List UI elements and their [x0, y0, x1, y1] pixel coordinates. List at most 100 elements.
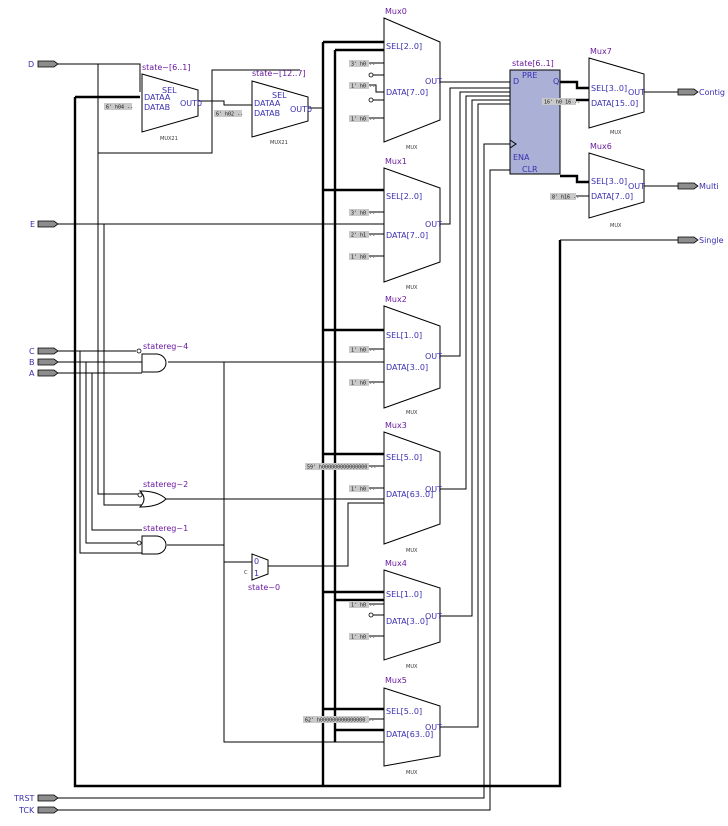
- input-port-e[interactable]: E: [30, 220, 384, 229]
- output-port-single[interactable]: Single: [677, 236, 724, 245]
- mux1-title: Mux1: [385, 157, 407, 166]
- mux0-type-label: MUX: [406, 145, 418, 151]
- gate-title-2: statereg~2: [143, 480, 188, 489]
- mux6-title: Mux6: [590, 142, 612, 151]
- input-port-tck[interactable]: TCK: [18, 806, 59, 815]
- and-gate-icon: [141, 535, 167, 555]
- const-value: 62' h000000000000000 --: [305, 718, 374, 724]
- or-gate-icon: [138, 490, 167, 508]
- inverter-bubble-icon: [136, 540, 142, 546]
- mux21-datab-label-2: DATAB: [254, 109, 280, 118]
- mux4[interactable]: Mux4 SEL[1..0] DATA[3..0] OUT MUX 1' h0 …: [349, 559, 442, 670]
- mux21-sel-label-2: SEL: [272, 91, 287, 100]
- mux0-title: Mux0: [385, 7, 407, 16]
- input-arrow-e-icon: [37, 220, 59, 228]
- const-value: 1' h0 --: [351, 84, 375, 90]
- mux5-sel-label: SEL[5..0]: [386, 707, 422, 716]
- mux2-data-label: DATA[3..0]: [386, 363, 428, 372]
- output-label-multi: Multi: [699, 182, 719, 191]
- inverter-bubble-icon: [368, 72, 374, 78]
- register-title: state[6..1]: [512, 59, 554, 68]
- input-arrow-d-icon: [37, 60, 59, 68]
- mux1-data-label: DATA[7..0]: [386, 231, 428, 240]
- register-q-label: Q: [553, 77, 559, 86]
- mux4-sel-label: SEL[1..0]: [386, 590, 422, 599]
- input-arrow-trst-icon: [37, 794, 59, 802]
- const-value: 1' h0 --: [351, 348, 375, 354]
- input-label-d: D: [28, 60, 34, 69]
- gate-statereg-4[interactable]: statereg~4: [136, 342, 188, 373]
- mux6-out-label: OUT: [628, 182, 645, 191]
- input-port-a[interactable]: A: [29, 369, 142, 378]
- const-value: 59' h000000000000000 --: [307, 465, 376, 471]
- gate-statereg-2[interactable]: statereg~2: [137, 480, 188, 508]
- const-value: 1' h0 --: [351, 117, 375, 123]
- mux21-title-2: state~[12..7]: [252, 69, 306, 78]
- small-mux-in0-label: 0: [254, 557, 259, 566]
- mux2[interactable]: Mux2 SEL[1..0] DATA[3..0] OUT MUX 1' h0 …: [349, 295, 442, 416]
- mux2-sel-label: SEL[1..0]: [386, 331, 422, 340]
- mux21-type-label-1: MUX21: [160, 136, 178, 142]
- const-value: 6' h04 --: [106, 105, 133, 111]
- gate-wiring: [79, 64, 384, 743]
- mux5[interactable]: Mux5 SEL[5..0] DATA[63..0] OUT MUX 62' h…: [303, 676, 442, 776]
- mux5-type-label: MUX: [406, 770, 418, 776]
- mux4-title: Mux4: [385, 559, 407, 568]
- mux21-out-label-1: OUT0: [180, 99, 202, 108]
- mux7[interactable]: Mux7 SEL[3..0] DATA[15..0] OUT MUX 16' h…: [542, 47, 645, 136]
- mux1[interactable]: Mux1 SEL[2..0] DATA[7..0] OUT MUX 3' h0 …: [349, 157, 442, 291]
- const-value: 16' h0 16 --: [544, 100, 580, 106]
- output-label-contig: Contig: [699, 88, 725, 97]
- register-d-label: D: [513, 77, 519, 86]
- input-arrow-tck-icon: [37, 806, 59, 814]
- const-box: [214, 110, 242, 117]
- gate-statereg-1[interactable]: statereg~1: [136, 524, 188, 555]
- const-value: 6' h02 --: [216, 112, 243, 118]
- const-value: 1' h0 --: [351, 381, 375, 387]
- mux3-out-label: OUT: [425, 485, 442, 494]
- inverter-bubble-icon: [137, 492, 143, 498]
- mux2-type-label: MUX: [406, 410, 418, 416]
- mux6[interactable]: Mux6 SEL[3..0] DATA[7..0] OUT MUX 8' h16…: [550, 142, 645, 229]
- mux21-type-label-2: MUX21: [270, 140, 288, 146]
- gate-title-1: statereg~1: [143, 524, 188, 533]
- mux2-out-label: OUT: [425, 352, 442, 361]
- input-label-b: B: [29, 358, 35, 367]
- mux21-dataa-label-1: DATAA: [144, 93, 171, 102]
- input-ports: D E C B A TRST TCK: [13, 60, 384, 815]
- input-port-c[interactable]: C: [29, 347, 136, 356]
- state-register[interactable]: state[6..1] PRE D Q ENA CLR: [509, 59, 561, 175]
- register-pre-label: PRE: [522, 71, 537, 80]
- mux21-block-1[interactable]: state~[6..1] SEL DATAA DATAB OUT0 MUX21 …: [104, 63, 202, 142]
- output-arrow-single-icon: [677, 236, 699, 244]
- input-label-e: E: [30, 220, 35, 229]
- mux0-data-label: DATA[7..0]: [386, 88, 428, 97]
- mux21-sel-label-1: SEL: [162, 86, 177, 95]
- mux3[interactable]: Mux3 SEL[5..0] DATA[63..0] OUT MUX 59' h…: [305, 421, 442, 554]
- output-port-contig[interactable]: Contig: [677, 88, 725, 97]
- small-mux-state-0[interactable]: 0 1 C state~0: [244, 553, 280, 592]
- mux0-out-label: OUT: [425, 77, 442, 86]
- mux7-type-label: MUX: [610, 130, 622, 136]
- input-port-d[interactable]: D: [28, 60, 141, 92]
- mux7-data-label: DATA[15..0]: [591, 99, 638, 108]
- clock-edge-icon: [509, 139, 517, 149]
- input-label-tck: TCK: [18, 806, 35, 815]
- output-arrow-multi-icon: [677, 182, 699, 190]
- mux4-out-label: OUT: [425, 612, 442, 621]
- input-port-trst[interactable]: TRST: [13, 794, 59, 803]
- input-port-b[interactable]: B: [29, 358, 142, 367]
- const-value: 1' h0 --: [351, 635, 375, 641]
- and-gate-icon: [141, 353, 167, 373]
- mux0[interactable]: Mux0 SEL[2..0] DATA[7..0] OUT MUX 3' h0 …: [349, 7, 442, 151]
- const-value: 2' h1 --: [351, 233, 375, 239]
- mux3-title: Mux3: [385, 421, 407, 430]
- mux6-sel-label: SEL[3..0]: [591, 177, 627, 186]
- output-port-multi[interactable]: Multi: [677, 182, 719, 191]
- mux4-data-label: DATA[3..0]: [386, 617, 428, 626]
- output-label-single: Single: [699, 236, 724, 245]
- small-mux-title: state~0: [248, 583, 280, 592]
- mux1-out-label: OUT: [425, 220, 442, 229]
- mux21-block-2[interactable]: state~[12..7] SEL DATAA DATAB OUT0 MUX21…: [214, 69, 312, 146]
